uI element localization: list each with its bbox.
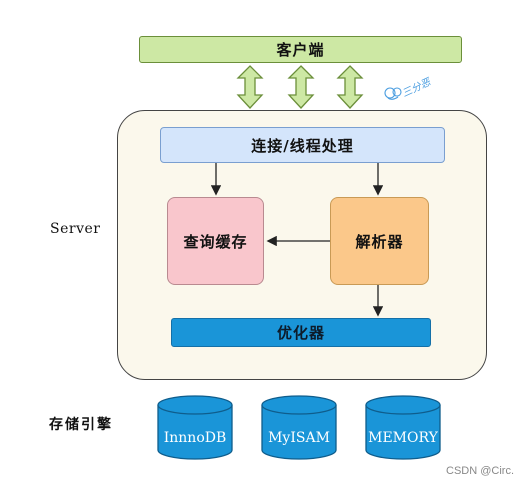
client-label: 客户端 <box>276 41 325 59</box>
engine-cylinder-innodb: InnnoDB <box>157 395 233 460</box>
engine-cylinder-memory: MEMORY <box>365 395 441 460</box>
brand-logo-icon: 三分恶 <box>384 75 434 100</box>
connection-handler-box: 连接/线程处理 <box>160 127 445 163</box>
optimizer-box: 优化器 <box>171 318 431 347</box>
engine-label-myisam: MyISAM <box>268 430 330 446</box>
server-label: Server <box>50 221 101 237</box>
parser-label: 解析器 <box>355 232 404 251</box>
cache-label: 查询缓存 <box>183 232 248 251</box>
client-box: 客户端 <box>139 36 462 63</box>
query-cache-box: 查询缓存 <box>167 197 264 285</box>
double-arrow-icon <box>287 65 315 109</box>
storage-engine-label: 存储引擎 <box>49 417 113 433</box>
engine-cylinder-myisam: MyISAM <box>261 395 337 460</box>
optimizer-label: 优化器 <box>276 324 325 342</box>
double-arrow-icon <box>236 65 264 109</box>
parser-box: 解析器 <box>330 197 429 285</box>
engine-label-memory: MEMORY <box>368 430 438 446</box>
engine-label-innodb: InnnoDB <box>164 430 227 446</box>
connection-label: 连接/线程处理 <box>251 136 354 155</box>
double-arrow-icon <box>336 65 364 109</box>
watermark: CSDN @Circ. <box>446 465 514 477</box>
brand-mark-text: 三分恶 <box>400 75 434 99</box>
